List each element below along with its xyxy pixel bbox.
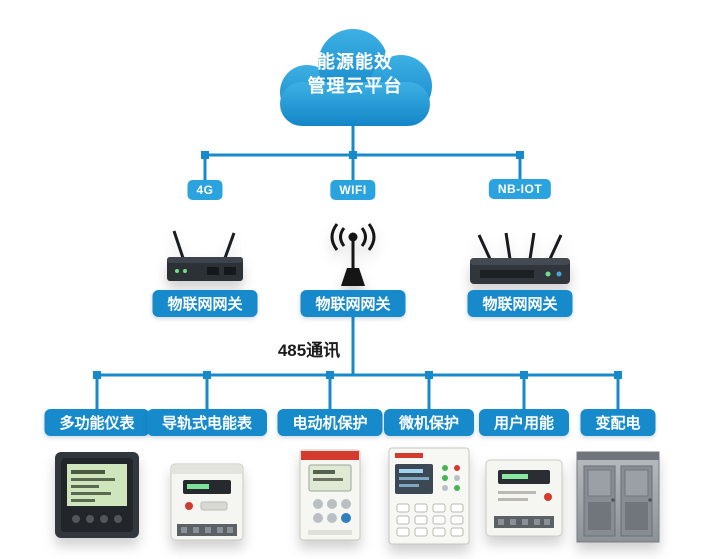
bus-485-label: 485通讯 xyxy=(277,341,341,360)
nbiot-router-image xyxy=(470,232,570,284)
badge-wifi: WIFI xyxy=(330,180,376,200)
badge-nbiot: NB-IOT xyxy=(488,179,552,199)
power-distribution-cabinet-image xyxy=(576,451,660,543)
cloud-title-line2: 管理云平台 xyxy=(307,76,403,96)
branch-label-din-rail-meter: 导轨式电能表 xyxy=(146,409,268,436)
consumer-energy-meter-image xyxy=(485,459,563,537)
cloud-title: 能源能效 管理云平台 xyxy=(263,50,447,98)
gateway-label-wifi: 物联网网关 xyxy=(300,290,406,317)
branch-label-motor-protection: 电动机保护 xyxy=(277,409,383,436)
gateway-label-4g: 物联网网关 xyxy=(152,290,258,317)
4g-router-image xyxy=(167,230,243,281)
cloud-icon xyxy=(280,29,432,126)
branch-label-consumer-energy: 用户用能 xyxy=(478,409,570,436)
gateway-label-nbiot: 物联网网关 xyxy=(467,290,573,317)
branch-label-power-distribution: 变配电 xyxy=(580,409,656,436)
branch-label-multifunction-meter: 多功能仪表 xyxy=(44,409,150,436)
badge-4g: 4G xyxy=(187,180,223,200)
motor-protection-device-image xyxy=(299,449,361,541)
cloud-title-line1: 能源能效 xyxy=(317,52,393,72)
branch-label-micro-protection: 微机保护 xyxy=(383,409,475,436)
din-rail-energy-meter-image xyxy=(170,463,244,541)
multifunction-meter-image xyxy=(55,452,139,538)
microprocessor-protection-device-image xyxy=(388,447,470,545)
wifi-antenna-image xyxy=(330,223,376,286)
